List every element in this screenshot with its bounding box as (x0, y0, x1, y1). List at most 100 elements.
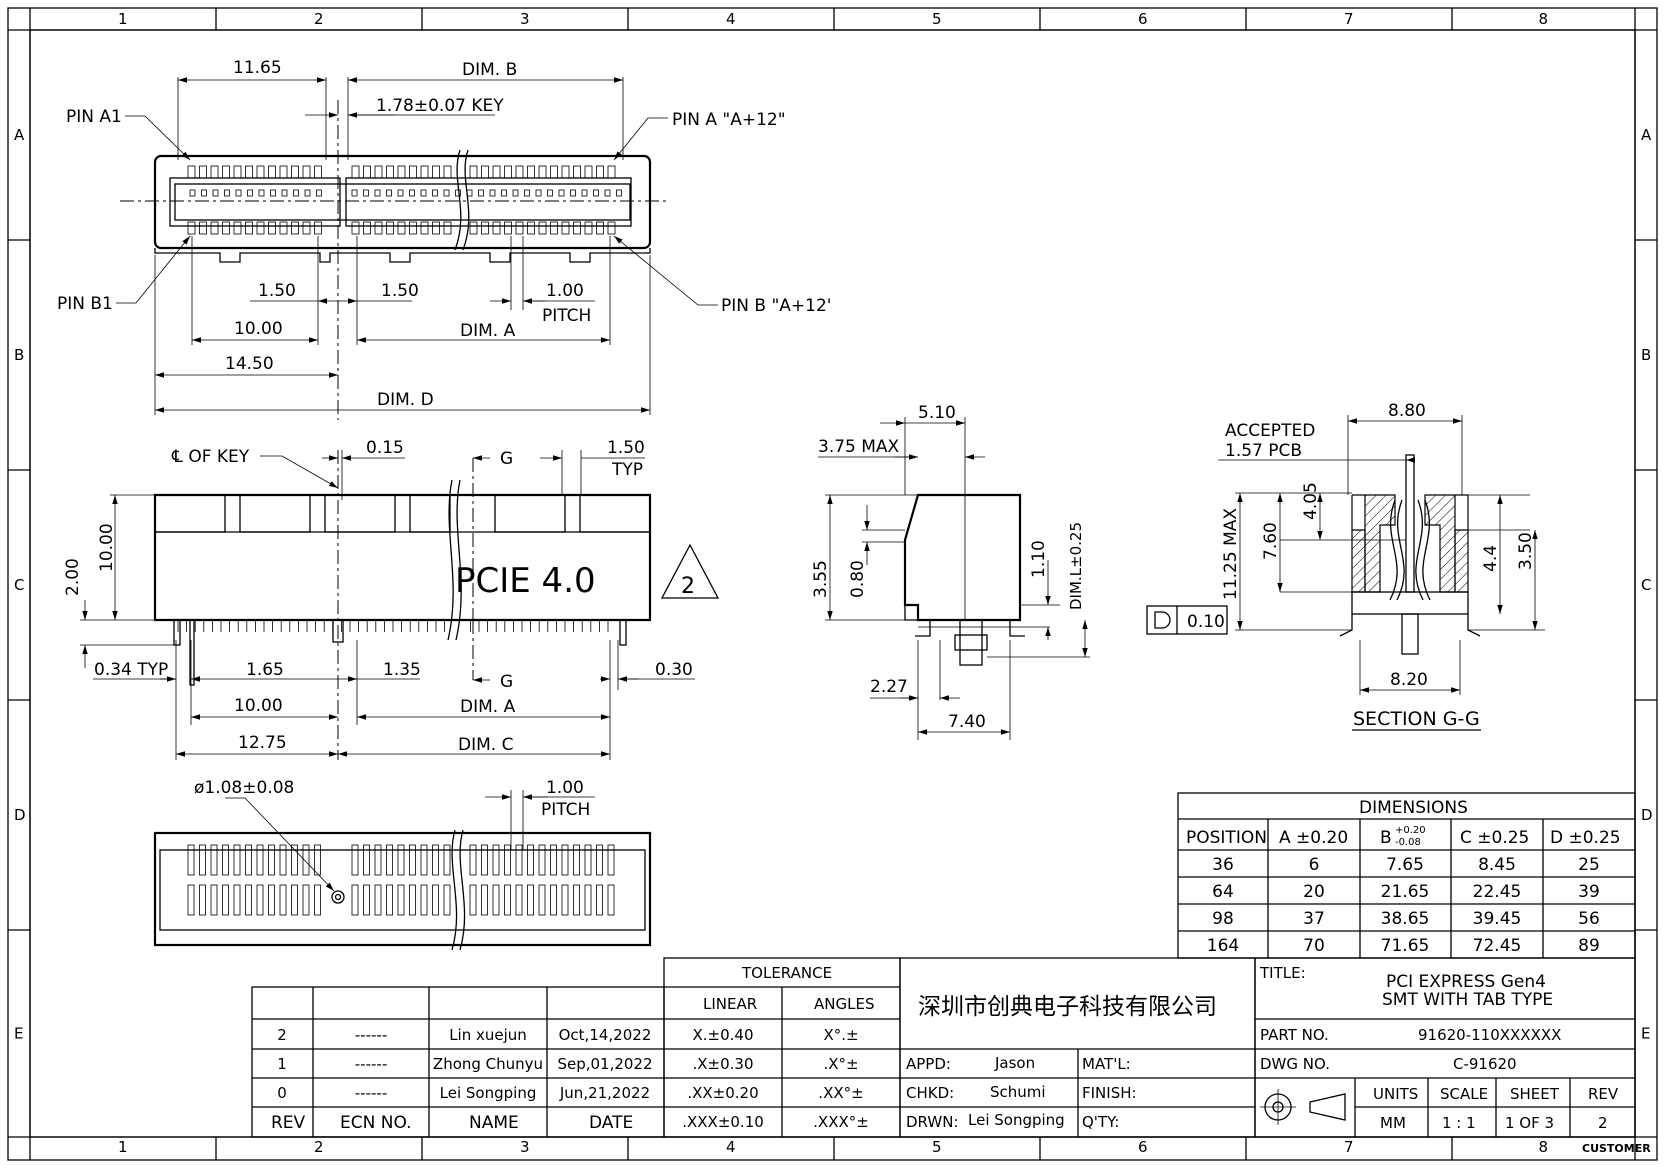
housing-tab (409, 494, 451, 533)
pitch-label-bottom: PITCH (541, 800, 590, 820)
terminal-footprint (279, 884, 287, 916)
dim-table-cell: 70 (1303, 936, 1325, 956)
contact-pin (492, 165, 501, 179)
contact-pin (515, 165, 524, 179)
contact-pin (397, 189, 404, 197)
contact-pin (397, 165, 406, 179)
contact-pin (235, 189, 242, 197)
contact-pin (233, 165, 242, 179)
contact-pin (222, 165, 230, 179)
terminal-footprint (314, 884, 321, 916)
contact-pin (201, 189, 207, 197)
contact-pin (256, 165, 265, 179)
dim-12-75: 12.75 (238, 733, 287, 753)
dim-2-27: 2.27 (870, 677, 908, 697)
title-line-1: PCI EXPRESS Gen4 (1386, 972, 1546, 992)
terminal-footprint (515, 844, 523, 876)
dim-0-30: 0.30 (655, 660, 693, 680)
column-marker-3: 3 (520, 1138, 530, 1156)
ecn-header: ECN NO. (340, 1113, 412, 1133)
contact-pin (222, 221, 230, 235)
contact-pin (256, 221, 265, 235)
dimensions-title: DIMENSIONS (1359, 798, 1468, 818)
terminal-footprint (268, 884, 275, 916)
row-marker-B: B (1641, 346, 1651, 364)
contact-pin (593, 189, 599, 197)
terminal-footprint (233, 844, 241, 876)
contact-pin (432, 165, 440, 179)
dim-1-35: 1.35 (383, 660, 421, 680)
contact-pin (512, 189, 519, 197)
contact-pin (212, 189, 219, 197)
header-d: D ±0.25 (1550, 828, 1621, 848)
dimensions-table: DIMENSIONS POSITION A ±0.20 B +0.20 -0.0… (1177, 792, 1636, 959)
terminal-footprint (573, 844, 580, 876)
terminal-footprint (351, 884, 359, 916)
dim-table-cell: 7.65 (1386, 855, 1424, 875)
contact-pin (504, 221, 512, 235)
contact-pin (469, 221, 478, 235)
units-label: UNITS (1373, 1085, 1418, 1103)
revision-cell: Jun,21,2022 (559, 1084, 650, 1102)
bottom-view: ø1.08±0.08 1.00 PITCH (153, 778, 652, 951)
contact-pin (432, 221, 440, 235)
contact-pin (374, 165, 383, 179)
dim-1-65: 1.65 (246, 660, 284, 680)
terminal-footprint (538, 844, 546, 876)
contact-pin (409, 221, 417, 235)
tolerance-title: TOLERANCE (741, 964, 832, 982)
dim-b-top: DIM. B (462, 60, 517, 80)
contact-pin (363, 221, 371, 235)
contact-pin (210, 165, 219, 179)
material-label: MAT'L: (1082, 1055, 1131, 1073)
contact-pin (604, 189, 611, 197)
row-marker-B: B (14, 346, 24, 364)
dim-table-cell: 98 (1212, 909, 1234, 929)
dim-table-cell: 36 (1212, 855, 1234, 875)
contact-pin (199, 165, 207, 179)
contact-pin (314, 165, 322, 179)
dwg-no-label: DWG NO. (1260, 1055, 1330, 1073)
pin-b1-label: PIN B1 (57, 294, 113, 314)
dim-c-front: DIM. C (458, 735, 513, 755)
contact-pin (409, 189, 415, 197)
terminal-footprint (573, 884, 580, 916)
contact-pin (363, 165, 371, 179)
dim-table-cell: 71.65 (1381, 936, 1430, 956)
contact-pin (524, 189, 530, 197)
pin-b12-label: PIN B "A+12' (721, 296, 831, 316)
terminal-footprint (443, 844, 451, 876)
pcie-marking: PCIE 4.0 (455, 561, 596, 601)
contact-pin (547, 189, 553, 197)
terminal-footprint (420, 844, 428, 876)
row-marker-A: A (14, 126, 25, 144)
finish-label: FINISH: (1082, 1084, 1137, 1102)
column-marker-5: 5 (932, 10, 942, 28)
revision-cell: ------ (355, 1026, 387, 1044)
terminal-footprint (469, 884, 477, 916)
key-width: 1.78±0.07 KEY (376, 96, 504, 116)
row-marker-C: C (14, 576, 24, 594)
revision-cell: ------ (355, 1084, 387, 1102)
terminal-footprint (596, 844, 603, 876)
contact-pin (478, 189, 484, 197)
dim-1-50-typ: 1.50 (607, 438, 645, 458)
accepted-label: ACCEPTED (1225, 421, 1315, 441)
terminal-footprint (515, 884, 523, 916)
dim-table-cell: 38.65 (1381, 909, 1430, 929)
terminal-footprint (187, 884, 195, 916)
dim-table-cell: 22.45 (1473, 882, 1522, 902)
column-marker-7: 7 (1344, 1138, 1354, 1156)
contact-pin (420, 221, 429, 235)
dim-table-cell: 25 (1578, 855, 1600, 875)
contact-pin (607, 165, 616, 179)
contact-pin (187, 221, 196, 235)
terminal-footprint (504, 884, 511, 916)
contact-pin (302, 165, 311, 179)
section-title: SECTION G-G (1353, 708, 1480, 730)
contact-pin (386, 189, 392, 197)
rev-header: REV (271, 1113, 306, 1133)
contact-pin (538, 221, 547, 235)
terminal-footprint (527, 844, 534, 876)
